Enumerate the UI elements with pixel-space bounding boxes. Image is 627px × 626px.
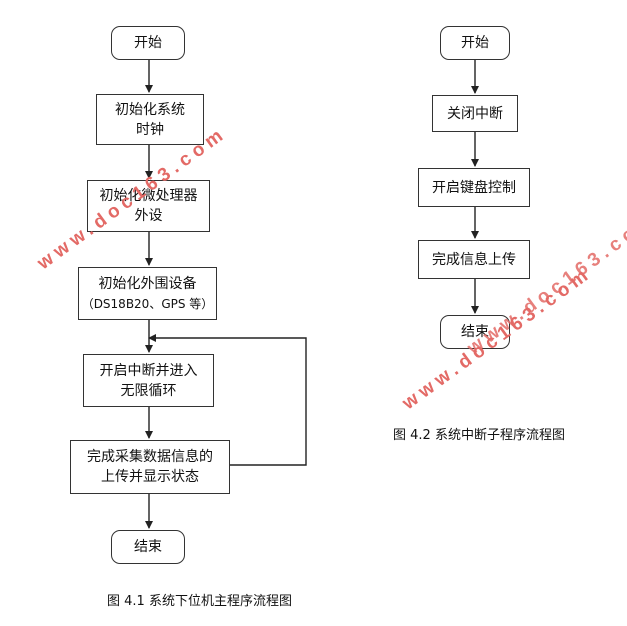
right-end-label: 结束 (461, 324, 489, 340)
left-end-label: 结束 (134, 539, 162, 555)
enable-interrupt-line2: 无限循环 (120, 382, 177, 399)
keyboard-control-node: 开启键盘控制 (418, 168, 530, 207)
init-peripheral-node: 初始化外围设备 （DS18B20、GPS 等） (78, 267, 217, 320)
left-start-node: 开始 (111, 26, 185, 60)
init-clock-node: 初始化系统 时钟 (96, 94, 204, 145)
init-mcu-line1: 初始化微处理器 (99, 188, 198, 204)
collect-upload-line1: 完成采集数据信息的 (87, 449, 213, 465)
right-start-label: 开始 (461, 35, 489, 51)
keyboard-control-label: 开启键盘控制 (432, 179, 516, 196)
enable-interrupt-node: 开启中断并进入 无限循环 (83, 354, 214, 407)
loop-back-arrow (148, 334, 307, 466)
enable-interrupt-line1: 开启中断并进入 (99, 362, 198, 379)
init-mcu-line2: 外设 (134, 208, 163, 224)
right-figure-caption: 图 4.2 系统中断子程序流程图 (393, 428, 565, 443)
init-clock-line1: 初始化系统 (115, 101, 185, 118)
right-start-node: 开始 (440, 26, 510, 60)
left-end-node: 结束 (111, 530, 185, 564)
disable-interrupt-label: 关闭中断 (447, 105, 503, 122)
right-end-node: 结束 (440, 315, 510, 349)
init-peripheral-line1: 初始化外围设备 (98, 275, 197, 292)
left-figure-caption: 图 4.1 系统下位机主程序流程图 (107, 594, 292, 609)
left-start-label: 开始 (134, 35, 162, 51)
init-clock-line2: 时钟 (136, 121, 164, 138)
upload-info-node: 完成信息上传 (418, 240, 530, 279)
collect-upload-line2: 上传并显示状态 (101, 469, 199, 485)
init-peripheral-line2: （DS18B20、GPS 等） (81, 296, 214, 311)
init-mcu-node: 初始化微处理器 外设 (87, 180, 210, 232)
collect-upload-node: 完成采集数据信息的 上传并显示状态 (70, 440, 230, 494)
disable-interrupt-node: 关闭中断 (432, 95, 518, 132)
upload-info-label: 完成信息上传 (432, 251, 516, 268)
